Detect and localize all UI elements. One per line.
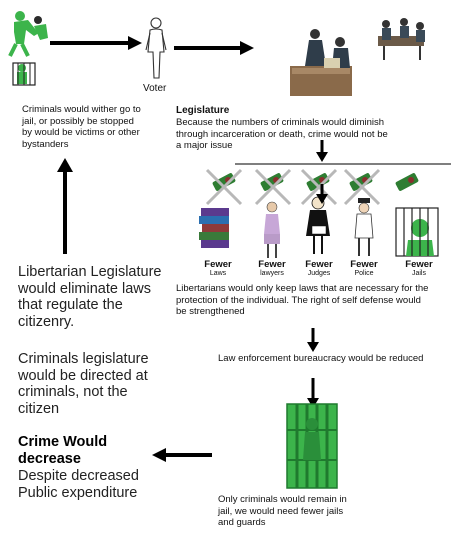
money-item-2 [254,168,292,206]
arrow-up-to-criminals [57,158,73,254]
fewer-word: Fewer [258,259,286,270]
crime-decrease-title: Crime Would decrease [18,434,108,467]
arrow-to-law-enforcement [307,328,319,352]
fewer-police: Fewer Police [346,259,382,277]
arrow-to-judge [316,184,328,204]
law-enforcement-text: Law enforcement bureaucracy would be red… [218,353,424,364]
fewer-jails: Fewer Jails [394,259,444,277]
fewer-lawyers: Fewer lawyers [253,259,291,277]
jail-icon [395,207,439,257]
fewer-laws-label: Laws [209,270,227,277]
arrow-to-jail [307,378,319,408]
arrow-to-crime-decrease [152,448,212,462]
fewer-judges: Fewer Judges [300,259,338,277]
money-item-3 [300,168,338,206]
arrow-criminals-to-voter [50,36,142,50]
criminals-legislature-text: Criminals legislature would be directed … [18,351,149,417]
law-books-icon [199,208,229,248]
fewer-judges-label: Judges [307,270,331,277]
only-criminals-text: Only criminals would remain in jail, we … [218,494,347,528]
criminal-scene-icon [8,11,48,86]
fewer-lawyers-label: lawyers [260,270,284,277]
libertarian-legislature-text: Libertarian Legislature would eliminate … [18,264,162,330]
fewer-word: Fewer [204,259,232,270]
legislature-scene-icon [290,29,352,96]
lawyer-icon [264,201,280,258]
fewer-jails-label: Jails [411,270,426,277]
arrow-legislature-down [316,140,328,162]
money-item-1 [205,168,243,206]
voter-label: Voter [143,83,167,94]
legislature-text: Because the numbers of criminals would d… [176,117,388,151]
judge-icon [306,196,330,254]
money-item-5 [395,173,419,191]
fewer-word: Fewer [405,259,433,270]
criminals-outcome-text: Criminals would wither go to jail, or po… [22,104,141,150]
fewer-laws: Fewer Laws [200,259,236,277]
crime-decrease-text: Despite decreased Public expenditure [18,468,139,501]
fewer-police-label: Police [354,270,374,277]
money-item-4 [343,168,381,206]
voter-figure-icon [145,17,167,79]
green-jail-cell-icon [286,403,338,489]
fewer-word: Fewer [350,259,378,270]
police-icon [354,198,374,256]
fewer-word: Fewer [305,259,333,270]
meeting-scene-icon [378,18,425,60]
libertarians-keep-laws-text: Libertarians would only keep laws that a… [176,283,429,317]
arrow-voter-to-legislature [174,41,254,55]
legislature-title: Legislature [176,105,230,116]
